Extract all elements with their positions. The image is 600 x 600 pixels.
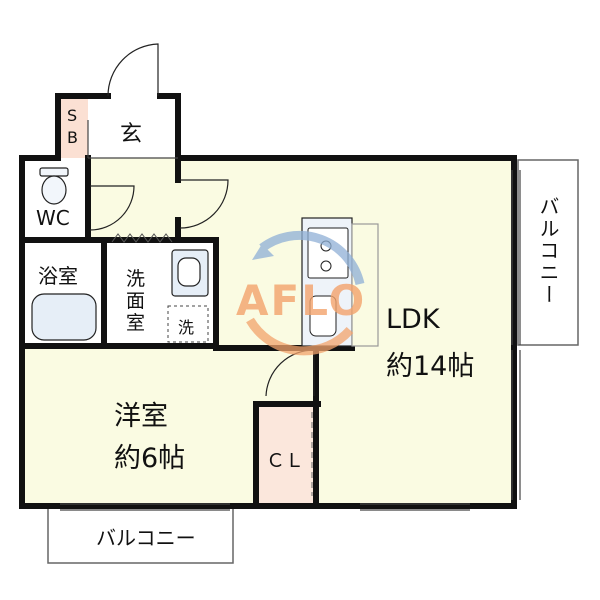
watermark-text: AFLO bbox=[236, 276, 367, 325]
balcony-bottom-label: バルコニー bbox=[96, 526, 196, 550]
room-label-bath: 浴室 bbox=[38, 264, 78, 288]
toilet-icon bbox=[39, 167, 69, 205]
room-label-washroom-2: 面 bbox=[126, 290, 146, 312]
room-label-ldk: LDK bbox=[386, 304, 440, 335]
room-label-washroom-1: 洗 bbox=[126, 268, 146, 290]
room-label-washroom-3: 室 bbox=[126, 312, 146, 334]
sink-icon bbox=[171, 249, 209, 297]
room-label-sb-s: S bbox=[67, 106, 78, 125]
balcony-bottom bbox=[47, 507, 234, 564]
kitchen-sink-icon bbox=[309, 295, 337, 337]
watermark-logo bbox=[246, 230, 365, 356]
room-label-western: 洋室 bbox=[114, 401, 168, 432]
room-label-sb-b: B bbox=[67, 128, 78, 147]
folding-door bbox=[111, 233, 173, 243]
room-label-wc: WC bbox=[36, 206, 70, 230]
genkan-floor bbox=[88, 96, 176, 158]
washer-space bbox=[167, 305, 209, 343]
room-label-ldk-size: 約14帖 bbox=[386, 351, 475, 382]
balcony-right bbox=[517, 159, 579, 346]
balcony-right-label: バルコニー bbox=[536, 196, 560, 306]
washer-label: 洗 bbox=[178, 318, 195, 337]
thin-lines bbox=[60, 120, 521, 511]
doors bbox=[89, 43, 315, 397]
bathtub-icon bbox=[31, 293, 97, 341]
room-label-western-size: 約6帖 bbox=[114, 443, 186, 474]
sb-floor bbox=[58, 96, 88, 158]
hall-floor bbox=[88, 158, 180, 240]
closet-floor bbox=[258, 404, 316, 504]
room-label-closet: ＣＬ bbox=[266, 450, 305, 472]
room-label-genkan: 玄 bbox=[120, 122, 143, 147]
walls bbox=[19, 93, 517, 509]
